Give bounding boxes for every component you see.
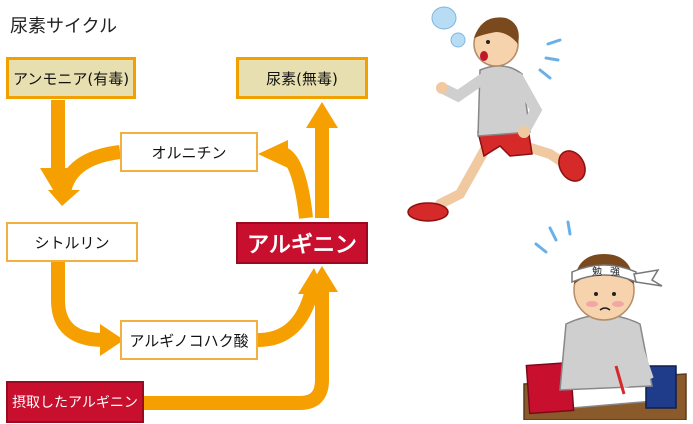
node-ornithine: オルニチン — [120, 132, 258, 172]
arrowhead-urea — [306, 102, 338, 128]
arrowhead-ammonia — [40, 168, 76, 198]
arrowhead-arginine-b — [306, 266, 338, 292]
arrow-citrulline-to-argininosuccinic — [51, 262, 105, 347]
arrow-intake-to-arginine — [144, 290, 329, 410]
headband-char-2: 強 — [610, 265, 620, 278]
arrowhead-citrulline — [48, 190, 80, 206]
sweat-icon — [431, 6, 466, 48]
node-argininosuccinic: アルギノコハク酸 — [120, 320, 258, 360]
node-arginine: アルギニン — [236, 222, 368, 264]
headband-char-1: 勉 — [592, 265, 602, 278]
diagram-title: 尿素サイクル — [10, 16, 118, 37]
node-urea: 尿素(無毒) — [236, 57, 368, 99]
arrowhead-argininosuccinic — [100, 324, 124, 356]
motion-lines-icon — [538, 38, 562, 80]
stress-lines-icon — [534, 220, 572, 254]
arrowhead-ornithine — [258, 140, 288, 168]
arrow-ornithine-to-citrulline — [57, 145, 122, 194]
node-citrulline: シトルリン — [6, 222, 138, 262]
node-ammonia: アンモニア(有毒) — [6, 57, 136, 99]
studying-boy-illustration: 勉 強 — [523, 220, 687, 420]
arrow-argininosuccinic-to-arginine — [257, 288, 319, 347]
running-boy-illustration — [407, 6, 586, 222]
node-intake: 摂取したアルギニン — [6, 381, 144, 423]
